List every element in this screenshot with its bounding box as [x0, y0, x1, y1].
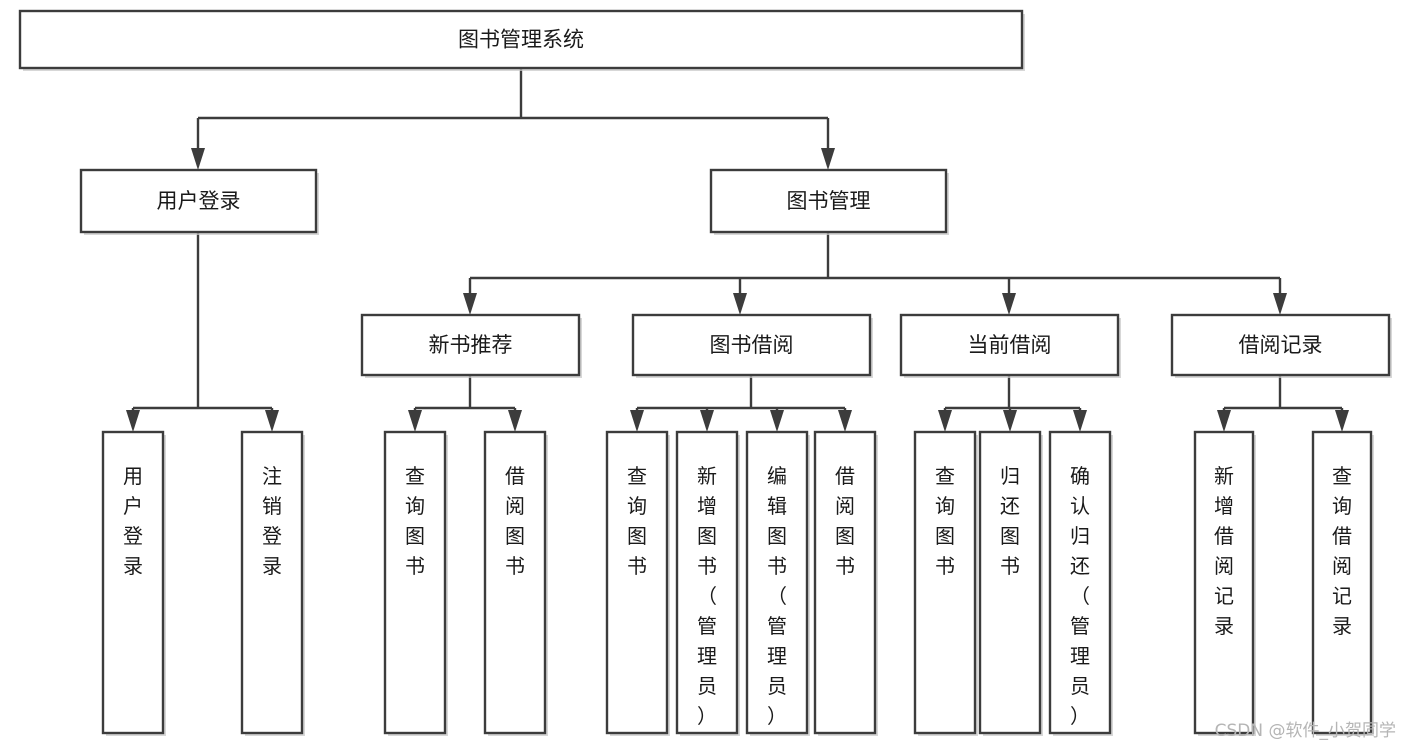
node-box[interactable]	[483, 430, 547, 735]
watermark-label: CSDN @软件_小贺同学	[1215, 721, 1396, 741]
connector-arrowhead	[1217, 410, 1231, 432]
connector-arrowhead	[733, 293, 747, 315]
node-box[interactable]	[1311, 430, 1373, 735]
node-new-book-recommend[interactable]: 新书推荐	[360, 313, 581, 377]
node-label: 新书推荐	[429, 333, 513, 357]
node-leaf-edit-book[interactable]: 编辑图书（管理员）	[745, 430, 809, 735]
node-current-borrow[interactable]: 当前借阅	[899, 313, 1120, 377]
node-book-manage[interactable]: 图书管理	[709, 168, 948, 234]
connector-arrowhead	[508, 410, 522, 432]
connector-arrowhead	[770, 410, 784, 432]
node-box[interactable]	[913, 430, 977, 735]
connector-arrowhead	[1003, 410, 1017, 432]
node-label: 确认归还（管理员）	[1070, 464, 1090, 728]
node-box[interactable]	[745, 430, 809, 735]
node-box[interactable]	[631, 313, 872, 377]
node-box[interactable]	[813, 430, 877, 735]
node-label: 图书借阅	[710, 333, 794, 357]
connector-arrowhead	[1273, 293, 1287, 315]
node-label: 注销登录	[262, 464, 282, 578]
node-box[interactable]	[1170, 313, 1391, 377]
connector-arrowhead	[630, 410, 644, 432]
node-label: 借阅图书	[835, 464, 855, 578]
edge-connectors-layer	[126, 68, 1349, 432]
connector-arrowhead	[265, 410, 279, 432]
node-label: 借阅记录	[1239, 333, 1323, 357]
connector-arrowhead	[463, 293, 477, 315]
node-leaf-user-login[interactable]: 用户登录	[101, 430, 165, 735]
node-box[interactable]	[899, 313, 1120, 377]
node-label: 编辑图书（管理员）	[767, 464, 787, 728]
node-label: 借阅图书	[505, 464, 525, 578]
connector-arrowhead	[1335, 410, 1349, 432]
node-box[interactable]	[79, 168, 318, 234]
node-box[interactable]	[605, 430, 669, 735]
node-leaf-query-record[interactable]: 查询借阅记录	[1311, 430, 1373, 735]
connector-arrowhead	[821, 148, 835, 170]
node-label: 图书管理系统	[458, 28, 584, 52]
node-label: 查询图书	[935, 464, 955, 578]
node-boxes-layer: 图书管理系统用户登录图书管理新书推荐图书借阅当前借阅借阅记录用户登录注销登录查询…	[18, 9, 1392, 736]
node-label: 查询图书	[627, 464, 647, 578]
node-leaf-query-book-1[interactable]: 查询图书	[383, 430, 447, 735]
node-box[interactable]	[978, 430, 1042, 735]
node-book-borrow[interactable]: 图书借阅	[631, 313, 872, 377]
node-label: 图书管理	[787, 189, 871, 213]
node-leaf-add-book[interactable]: 新增图书（管理员）	[675, 430, 739, 735]
node-borrow-record[interactable]: 借阅记录	[1170, 313, 1391, 377]
node-box[interactable]	[18, 9, 1024, 70]
node-leaf-borrow-book-1[interactable]: 借阅图书	[483, 430, 547, 735]
node-label: 当前借阅	[968, 333, 1052, 357]
node-label: 用户登录	[123, 464, 143, 578]
node-box[interactable]	[101, 430, 165, 735]
node-label: 新增图书（管理员）	[697, 464, 717, 728]
node-user-login[interactable]: 用户登录	[79, 168, 318, 234]
node-box[interactable]	[1048, 430, 1112, 735]
connector-arrowhead	[126, 410, 140, 432]
node-label: 查询借阅记录	[1332, 464, 1352, 638]
node-leaf-query-book-3[interactable]: 查询图书	[913, 430, 977, 735]
node-box[interactable]	[360, 313, 581, 377]
node-label: 用户登录	[157, 189, 241, 213]
connector-arrowhead	[838, 410, 852, 432]
connector-arrowhead	[1073, 410, 1087, 432]
connector-arrowhead	[191, 148, 205, 170]
node-box[interactable]	[240, 430, 304, 735]
node-leaf-return-book[interactable]: 归还图书	[978, 430, 1042, 735]
connector-arrowhead	[938, 410, 952, 432]
node-label: 查询图书	[405, 464, 425, 578]
node-box[interactable]	[709, 168, 948, 234]
node-leaf-borrow-book-2[interactable]: 借阅图书	[813, 430, 877, 735]
node-label: 新增借阅记录	[1214, 464, 1234, 638]
node-leaf-confirm-return[interactable]: 确认归还（管理员）	[1048, 430, 1112, 735]
connector-arrowhead	[408, 410, 422, 432]
connector-arrowhead	[1002, 293, 1016, 315]
node-box[interactable]	[383, 430, 447, 735]
node-leaf-query-book-2[interactable]: 查询图书	[605, 430, 669, 735]
node-box[interactable]	[675, 430, 739, 735]
node-leaf-add-record[interactable]: 新增借阅记录	[1193, 430, 1255, 735]
connector-arrowhead	[700, 410, 714, 432]
node-leaf-logout[interactable]: 注销登录	[240, 430, 304, 735]
node-box[interactable]	[1193, 430, 1255, 735]
node-root-title[interactable]: 图书管理系统	[18, 9, 1024, 70]
node-label: 归还图书	[1000, 464, 1020, 578]
